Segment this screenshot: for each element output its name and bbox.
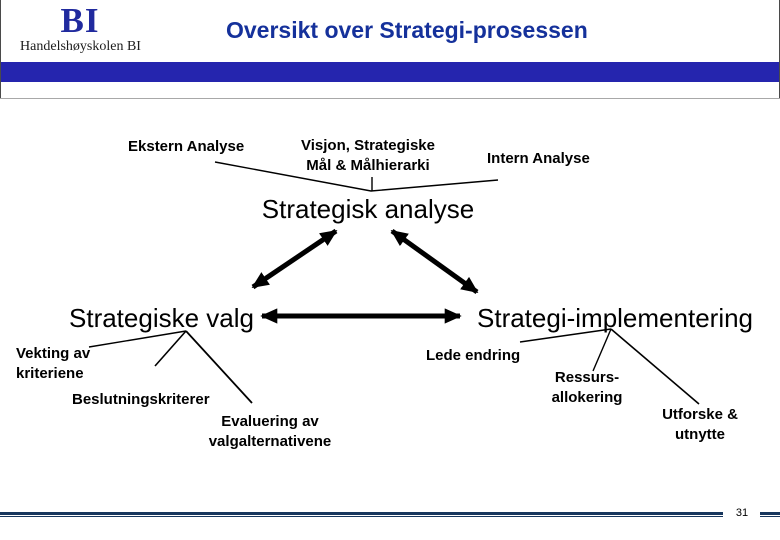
label-ressurs-allokering: Ressurs- allokering <box>551 369 623 406</box>
header-divider-line <box>0 98 780 99</box>
slide-left-edge <box>0 0 1 98</box>
label-ekstern-analyse: Ekstern Analyse <box>128 138 245 155</box>
label-utforske-utnytte: Utforske & utnytte <box>662 406 738 443</box>
node-strategisk-analyse: Strategisk analyse <box>261 194 475 224</box>
slide-title: Oversikt over Strategi-prosessen <box>226 17 588 43</box>
label-vekting-kriteriene: Vekting av kriteriene <box>16 345 91 382</box>
footer-line-right <box>760 512 780 517</box>
label-evaluering-valgalternativene: Evaluering av valgalternativene <box>208 413 332 450</box>
header-blue-bar <box>0 62 780 82</box>
label-visjon-mal: Visjon, Strategiske Mål & Målhierarki <box>301 137 435 174</box>
label-beslutningskriterer: Beslutningskriterer <box>72 391 210 408</box>
footer-line-left <box>0 512 723 517</box>
label-lede-endring: Lede endring <box>426 347 521 364</box>
page-number: 31 <box>735 507 749 519</box>
bi-logo: BI <box>60 1 100 40</box>
logo-school-name: Handelshøyskolen BI <box>20 39 141 54</box>
label-intern-analyse: Intern Analyse <box>487 150 590 167</box>
node-strategi-implementering: Strategi-implementering <box>477 303 754 333</box>
node-strategiske-valg: Strategiske valg <box>69 303 254 333</box>
